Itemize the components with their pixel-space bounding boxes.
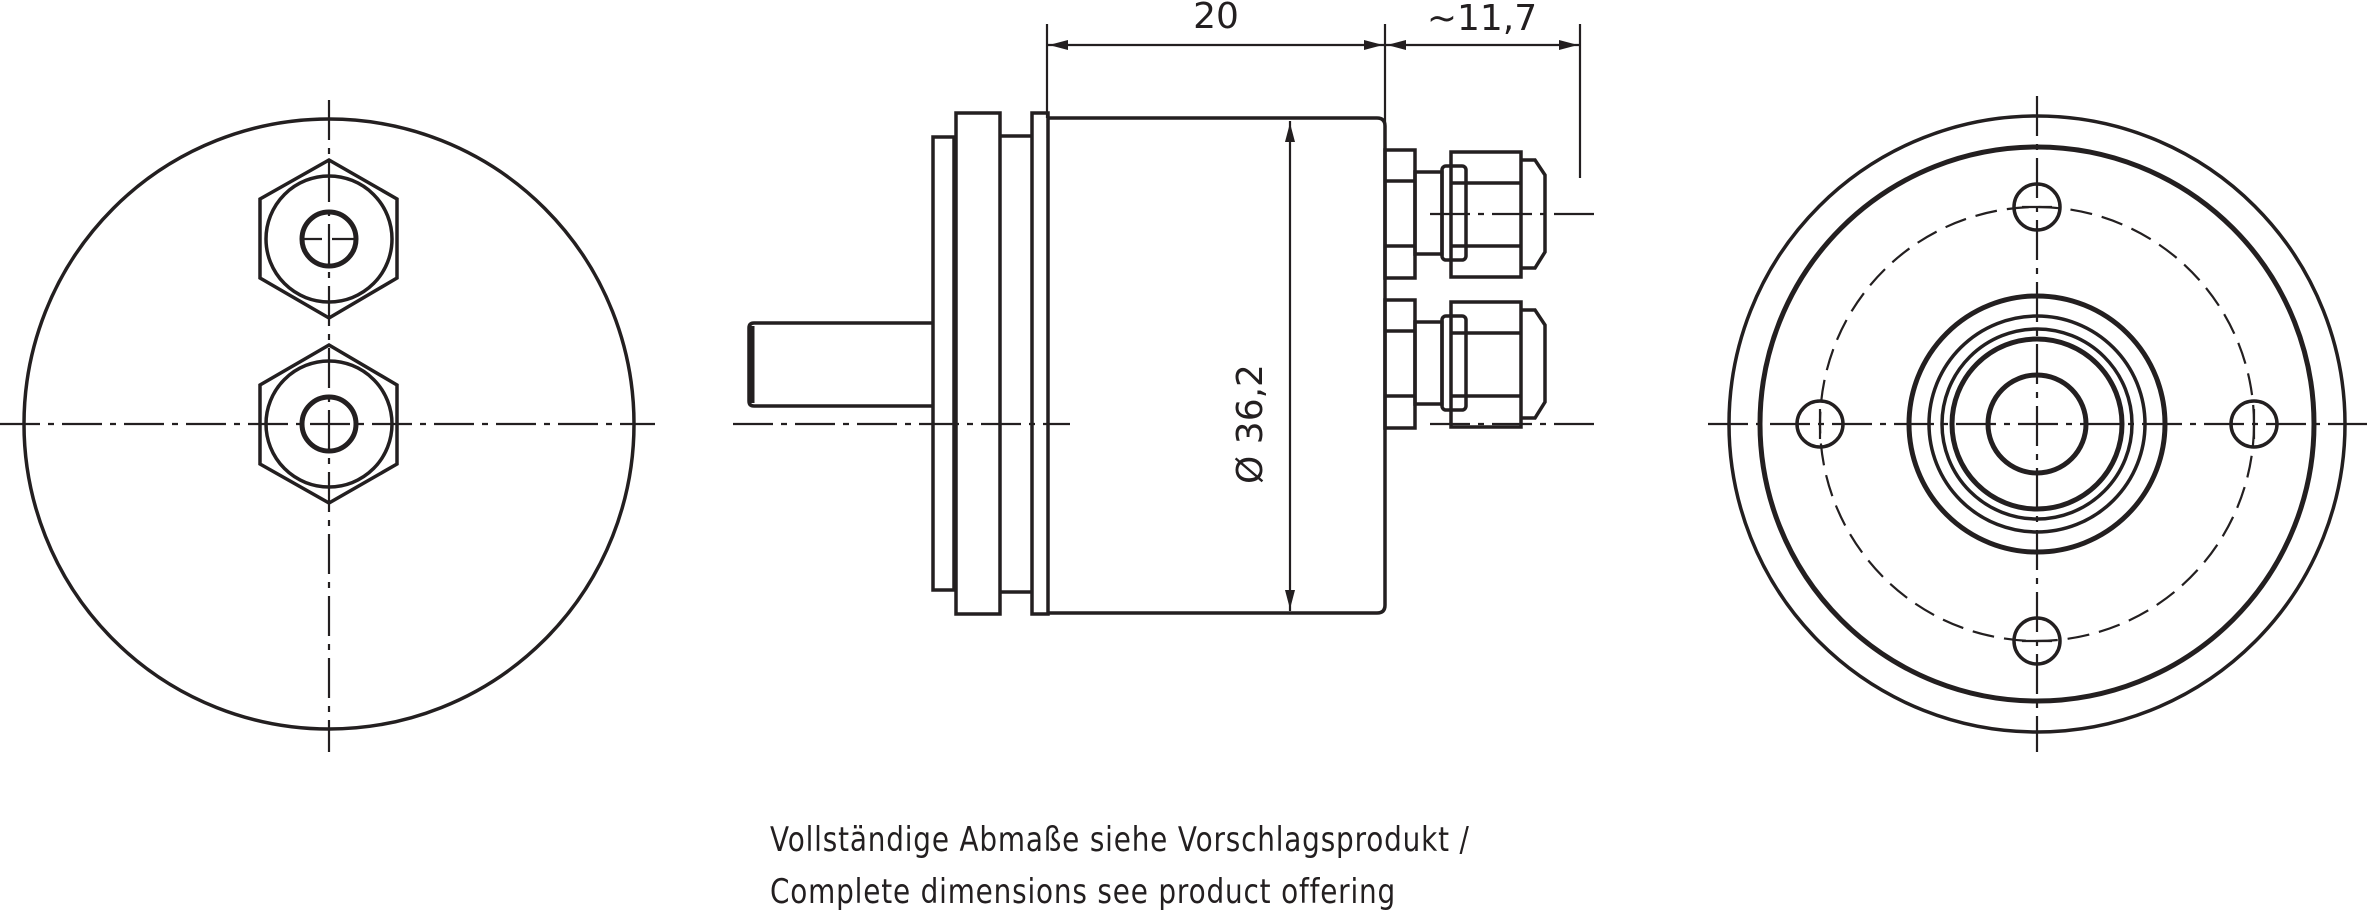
bottom-gland-nut-icon bbox=[258, 342, 399, 506]
shaft-end-icon bbox=[1985, 372, 2089, 476]
hub-rings bbox=[1906, 293, 2168, 555]
dim-body-length: 20 bbox=[1193, 0, 1239, 37]
bottom-cable-gland-icon bbox=[1383, 298, 1600, 430]
note-german: Vollständige Abmaße siehe Vorschlagsprod… bbox=[770, 820, 1470, 860]
note-english: Complete dimensions see product offering bbox=[770, 872, 1397, 912]
dim-diameter: Ø 36,2 bbox=[1230, 364, 1271, 484]
side-view: 20 ~11,7 Ø 36,2 bbox=[733, 0, 1600, 616]
front-view bbox=[1708, 96, 2367, 752]
top-cable-gland-icon bbox=[1383, 148, 1600, 280]
mounting-hole-icon bbox=[2012, 182, 2062, 232]
length-dimensions: 20 ~11,7 bbox=[1045, 0, 1582, 178]
top-gland-nut-icon bbox=[258, 157, 399, 321]
rear-view bbox=[0, 100, 655, 752]
encoder-body bbox=[1048, 116, 1387, 615]
mounting-hole-icon bbox=[2229, 399, 2279, 449]
outer-flange-ring bbox=[1727, 114, 2347, 734]
mounting-hole-icon bbox=[1795, 399, 1845, 449]
shaft bbox=[747, 321, 932, 408]
mounting-hole-icon bbox=[2012, 616, 2062, 666]
front-flange bbox=[931, 135, 956, 592]
mounting-holes bbox=[1795, 182, 2279, 666]
mounting-flange bbox=[954, 111, 1002, 616]
diameter-dimension: Ø 36,2 bbox=[1230, 121, 1295, 611]
dim-gland-length: ~11,7 bbox=[1427, 0, 1537, 39]
rear-flange bbox=[1030, 111, 1050, 616]
body-ring bbox=[1757, 144, 2317, 704]
